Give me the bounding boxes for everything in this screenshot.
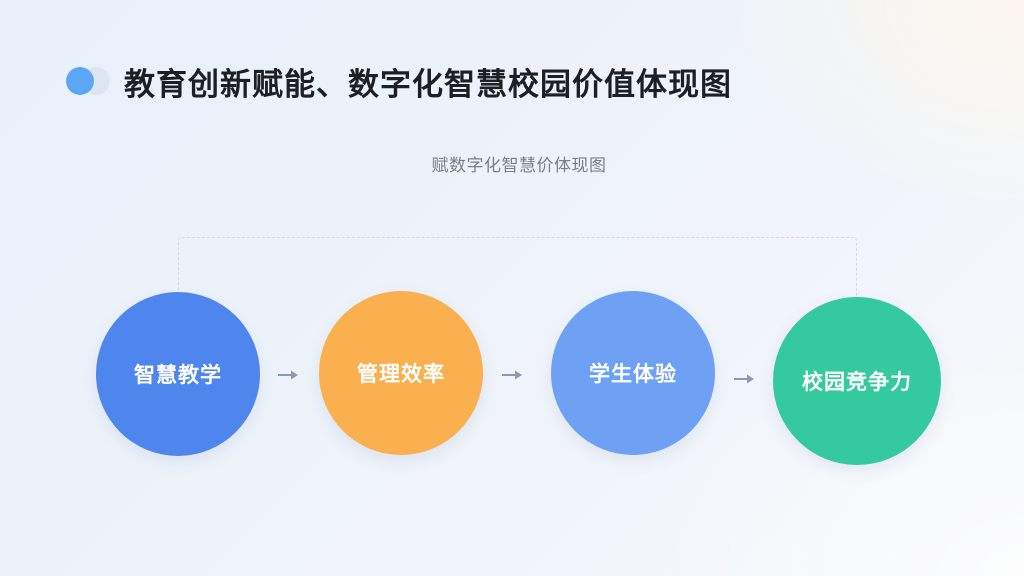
node-label: 校园竞争力: [802, 370, 912, 394]
diagram-subtitle: 赋数字化智慧价体现图: [431, 156, 607, 176]
node-label: 学生体验: [589, 362, 677, 386]
page-title: 教育创新赋能、数字化智慧校园价值体现图: [124, 66, 732, 103]
arrow-right-icon: [733, 373, 755, 385]
title-row: 教育创新赋能、数字化智慧校园价值体现图: [66, 58, 732, 104]
node-student-experience: 学生体验: [551, 291, 715, 455]
node-campus-competitiveness: 校园竞争力: [773, 297, 941, 465]
dashed-connector-bracket: [178, 237, 857, 299]
node-label: 智慧教学: [134, 363, 222, 387]
arrow-right-icon: [277, 369, 299, 381]
node-label: 管理效率: [357, 362, 445, 386]
arrow-right-icon: [501, 369, 523, 381]
accent-dot-front: [66, 67, 94, 95]
title-accent-dots-icon: [66, 67, 112, 95]
node-management-efficiency: 管理效率: [319, 291, 483, 455]
node-smart-teaching: 智慧教学: [96, 292, 260, 456]
